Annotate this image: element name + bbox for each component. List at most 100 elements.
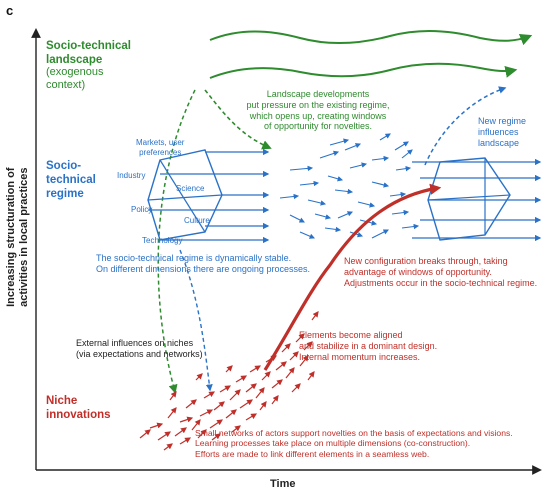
- niche-arrow: [197, 429, 207, 439]
- annotation-niche-networks: Small networks of actors support novelti…: [195, 428, 513, 459]
- landscape-wave-2: [209, 62, 518, 79]
- niche-arrow: [285, 367, 295, 379]
- niche-arrow: [271, 379, 283, 389]
- regime-destabilizing-arrows: [279, 133, 420, 239]
- annotation-new-regime: New regime influences landscape: [478, 116, 527, 148]
- new-regime-to-landscape-dashed-arrow: [424, 86, 507, 166]
- niche-arrow: [203, 391, 216, 399]
- scatter-arrow: [371, 229, 389, 239]
- niche-arrow: [249, 365, 262, 373]
- scatter-arrow: [329, 138, 350, 146]
- niche-arrow: [213, 401, 225, 411]
- y-axis-label: Increasing structuration of activities i…: [4, 167, 30, 307]
- landscape-subtitle: (exogenous context): [46, 66, 104, 92]
- panel-label: c: [6, 3, 14, 18]
- scatter-arrow: [279, 193, 300, 200]
- niche-arrow: [209, 419, 223, 429]
- niche-arrow: [191, 419, 201, 431]
- dimension-industry: Industry: [117, 171, 146, 180]
- niche-arrow: [245, 383, 257, 393]
- niche-arrow: [195, 373, 203, 381]
- new-regime-dimension-arrows: [412, 158, 542, 242]
- new-regime-network: [427, 157, 511, 241]
- niche-arrow: [179, 437, 192, 445]
- regime-title: Socio- technical regime: [46, 160, 96, 200]
- old-regime-network: [147, 149, 223, 241]
- niche-arrow: [199, 409, 214, 417]
- regime-dimension-arrows: [148, 148, 270, 244]
- scatter-arrow: [401, 223, 420, 230]
- niche-arrow: [259, 401, 267, 411]
- landscape-pressure-dashed-arrow: [204, 89, 272, 150]
- niche-arrow: [281, 343, 291, 353]
- niche-arrow: [275, 361, 287, 371]
- dimension-policy: Policy: [131, 205, 153, 214]
- niche-arrow: [311, 311, 319, 321]
- scatter-arrow: [299, 231, 316, 239]
- niche-arrow: [167, 407, 177, 419]
- scatter-arrow: [289, 214, 305, 223]
- niche-arrow: [245, 413, 258, 421]
- scatter-arrow: [327, 175, 344, 182]
- scatter-arrow: [334, 188, 354, 195]
- niche-arrow: [163, 443, 173, 451]
- niche-arrow: [295, 333, 305, 343]
- annotation-aligned: Elements become aligned and stabilize in…: [299, 330, 438, 362]
- niche-arrow: [139, 429, 151, 439]
- niche-arrow: [307, 371, 315, 381]
- breakthrough-trajectory-arrow: [263, 183, 442, 371]
- annotation-regime-stable: The socio-technical regime is dynamicall…: [96, 253, 310, 274]
- scatter-arrow: [289, 165, 314, 172]
- scatter-arrow: [391, 209, 410, 216]
- scatter-arrow: [344, 143, 362, 151]
- niche-arrow: [157, 431, 171, 441]
- niche-arrow: [231, 425, 241, 433]
- scatter-arrow: [371, 155, 390, 162]
- regime-to-niche-dashed-arrow: [179, 249, 213, 392]
- niche-arrow: [261, 371, 271, 381]
- niche-arrow: [239, 399, 253, 409]
- scatter-arrow: [379, 133, 391, 141]
- niche-arrow: [211, 433, 221, 441]
- niche-arrow: [289, 351, 299, 361]
- dimension-culture: Culture: [184, 216, 210, 225]
- niche-arrow: [219, 385, 232, 393]
- niche-arrow: [271, 395, 279, 405]
- scatter-arrow: [349, 162, 368, 169]
- scatter-arrow: [299, 180, 320, 187]
- scatter-arrow: [314, 213, 332, 220]
- niche-arrow: [149, 422, 164, 429]
- niche-arrow: [225, 365, 233, 373]
- niche-arrow: [174, 427, 187, 437]
- scatter-arrow: [371, 181, 390, 188]
- dimension-science: Science: [176, 184, 205, 193]
- scatter-arrow: [337, 211, 354, 219]
- scatter-arrow: [395, 165, 412, 172]
- dimension-markets: Markets, user preferences: [136, 138, 185, 157]
- landscape-title: Socio-technical landscape: [46, 40, 131, 66]
- niche-arrow: [291, 383, 301, 393]
- scatter-arrow: [324, 226, 342, 233]
- niche-title: Niche innovations: [46, 395, 111, 421]
- landscape-wave-1: [209, 29, 533, 46]
- annotation-breakthrough: New configuration breaks through, taking…: [344, 256, 538, 288]
- niche-arrow: [225, 409, 237, 419]
- niche-arrow: [299, 355, 309, 367]
- scatter-arrow: [307, 199, 327, 206]
- niche-arrow: [169, 391, 177, 401]
- niche-arrow: [235, 375, 248, 383]
- niche-arrow: [179, 416, 194, 423]
- landscape-to-niche-dashed-arrow: [157, 89, 196, 394]
- x-axis-label: Time: [270, 478, 296, 490]
- scatter-arrow: [319, 150, 340, 159]
- dimension-technology: Technology: [142, 236, 183, 245]
- niche-novelty-arrows: [139, 311, 319, 451]
- scatter-arrow: [389, 191, 407, 198]
- scatter-arrow: [357, 201, 376, 208]
- niche-arrow: [185, 399, 197, 409]
- niche-arrow: [229, 389, 241, 401]
- annotation-landscape-pressure: Landscape developments put pressure on t…: [246, 89, 390, 132]
- niche-arrow: [303, 341, 313, 351]
- niche-arrow: [255, 387, 265, 399]
